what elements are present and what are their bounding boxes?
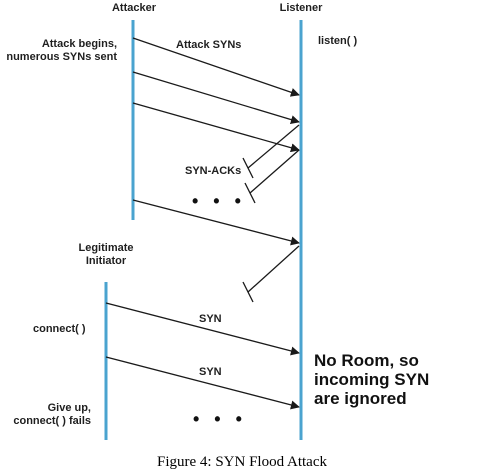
attack-syn-arrow-3 xyxy=(132,102,300,153)
attacker-ellipsis: • • • xyxy=(192,191,246,211)
attack-syn-arrow-4 xyxy=(132,199,300,246)
initiator-ellipsis: • • • xyxy=(193,409,247,429)
syn-ack-line-1 xyxy=(247,124,300,169)
attack-syn-arrow-2 xyxy=(132,71,300,124)
syn-label-1: SYN xyxy=(199,313,222,325)
give-up-label: Give up,connect( ) fails xyxy=(13,402,91,427)
listener-header: Listener xyxy=(280,2,324,14)
connect-label: connect( ) xyxy=(33,323,86,335)
syn-acks-label: SYN-ACKs xyxy=(185,165,241,177)
syn-ack-cross-2 xyxy=(244,182,256,204)
attacker-header: Attacker xyxy=(112,2,157,14)
syn-label-2: SYN xyxy=(199,366,222,378)
legit-syn-arrow-2 xyxy=(105,356,300,410)
attack-begins-label: Attack begins,numerous SYNs sent xyxy=(6,38,117,63)
syn-ack-cross-3 xyxy=(242,281,254,303)
syn-ack-line-3 xyxy=(247,245,300,293)
syn-ack-cross-1 xyxy=(242,157,254,179)
figure-caption: Figure 4: SYN Flood Attack xyxy=(157,454,328,470)
listen-label: listen( ) xyxy=(318,35,357,47)
syn-ack-line-2 xyxy=(249,149,300,194)
legit-syn-arrow-1 xyxy=(105,302,300,356)
attack-syn-arrow-1 xyxy=(132,37,300,97)
attack-syns-label: Attack SYNs xyxy=(176,39,241,51)
